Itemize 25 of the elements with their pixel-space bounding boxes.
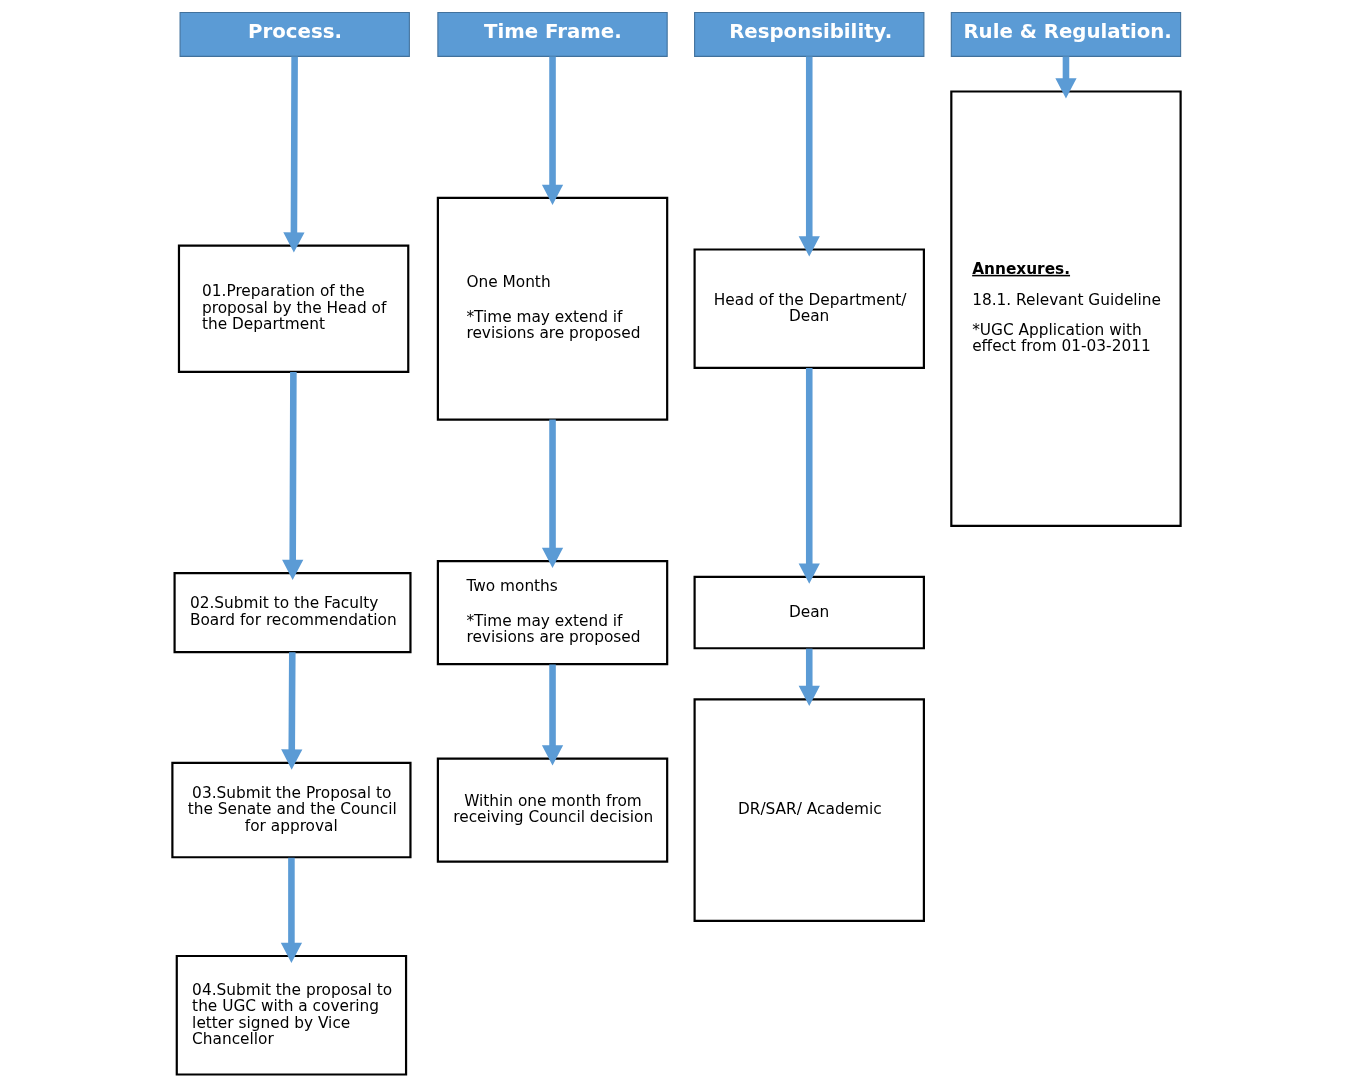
node-box: Within one month from receiving Council decision xyxy=(436,757,668,863)
node-box: Process. xyxy=(179,11,410,57)
arrow xyxy=(280,652,302,770)
node-box: Rule & Regulation. xyxy=(950,11,1181,57)
node-box: Head of the Department/ Dean xyxy=(693,248,925,370)
node-box: 04.Submit the proposal to the UGC with a covering letter signed by Vice Chancellor xyxy=(175,954,407,1076)
node-box: Responsibility. xyxy=(693,11,924,57)
node-box: 02.Submit to the Faculty Board for recommendation xyxy=(173,572,412,654)
arrow xyxy=(281,371,303,580)
arrow xyxy=(282,56,305,253)
arrow xyxy=(280,857,302,963)
node-box: 03.Submit the Proposal to the Senate and the Council for approval xyxy=(170,761,412,859)
node-box: Annexures. 18.1. Relevant Guideline *UGC Application with effect from 01-03-2011 xyxy=(949,90,1182,528)
arrow xyxy=(798,648,820,707)
node-box: Time Frame. xyxy=(436,11,668,57)
node-box: Dean xyxy=(693,575,925,650)
arrow xyxy=(1054,56,1077,99)
node-box: DR/SAR/ Academic xyxy=(693,698,925,922)
arrow xyxy=(541,664,563,766)
node-box: 01.Preparation of the proposal by the Head of the Department xyxy=(177,244,409,373)
node-box: One Month *Time may extend if revisions are proposed xyxy=(436,196,668,421)
arrow xyxy=(798,56,820,257)
node-box: Two months *Time may extend if revisions are proposed xyxy=(436,559,668,666)
arrow xyxy=(541,419,563,568)
arrow xyxy=(541,56,563,205)
